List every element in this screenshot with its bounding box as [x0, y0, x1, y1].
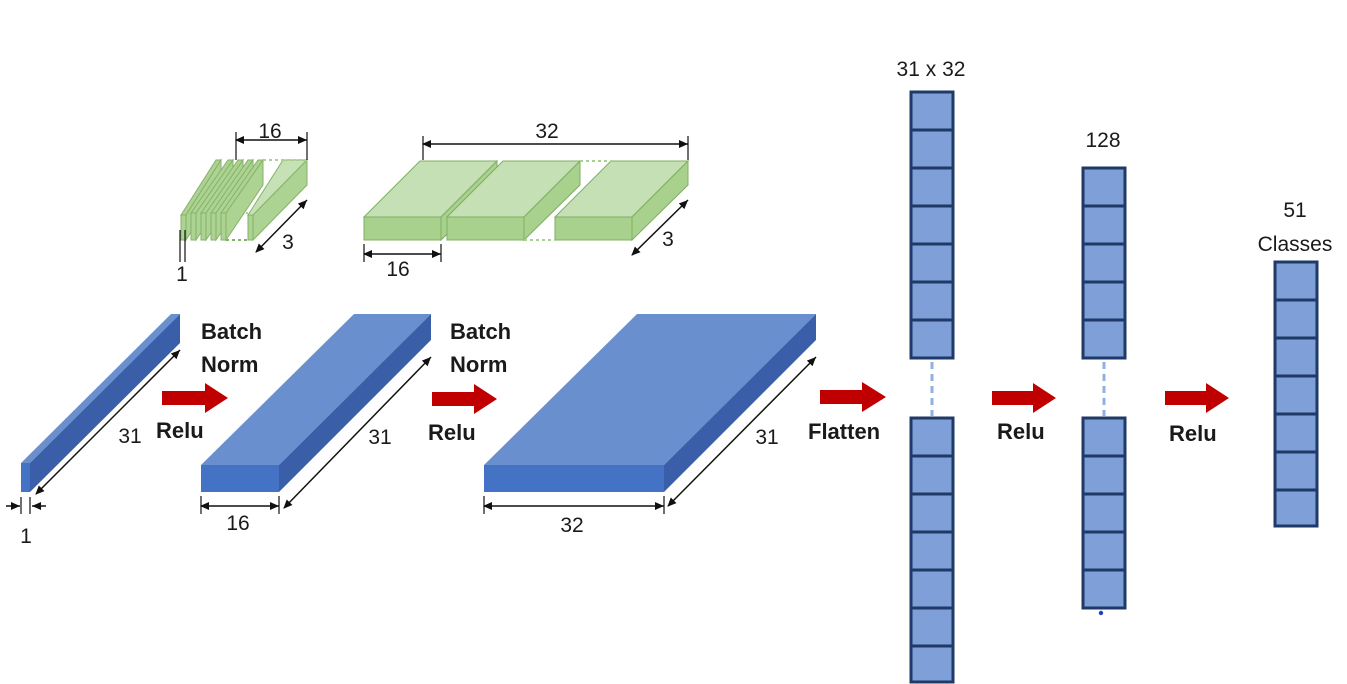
neuron-cell	[909, 568, 955, 610]
neuron-cell	[1273, 336, 1319, 378]
neuron-cell	[1081, 318, 1127, 360]
operation-5: Relu	[1165, 383, 1229, 446]
neuron-cell	[909, 644, 955, 684]
neuron-cell	[1081, 166, 1127, 208]
layer-size-label: 31 x 32	[897, 58, 966, 81]
neuron-cell	[909, 204, 955, 246]
output-layer: 51 Classes	[1258, 199, 1333, 528]
feature-map-channels-label: 1	[20, 525, 32, 548]
layer-size-label: 128	[1085, 129, 1120, 152]
neuron-cell	[1081, 416, 1127, 458]
red-arrow-icon	[1165, 383, 1229, 413]
filter-count-label: 32	[535, 120, 558, 143]
output-classes-label: Classes	[1258, 233, 1333, 256]
red-arrow-icon	[162, 383, 228, 413]
filter-width-label: 1	[176, 263, 188, 286]
operation-2: Batch Norm Relu	[428, 319, 511, 445]
neuron-cell	[909, 416, 955, 458]
operation-line3: Relu	[428, 420, 476, 445]
neuron-cell	[909, 492, 955, 534]
operation-1: Batch Norm Relu	[156, 319, 262, 443]
dot-marker	[1098, 610, 1104, 616]
feature-map-2: 31 16	[200, 314, 432, 535]
dense-layer-1: 31 x 32	[897, 58, 966, 684]
feature-map-3: 31 32	[483, 314, 817, 537]
filter-width-label: 16	[386, 258, 409, 281]
feature-map-channels-label: 16	[226, 512, 249, 535]
neuron-cell	[909, 242, 955, 284]
neuron-cell	[1081, 568, 1127, 610]
neuron-cell	[1273, 412, 1319, 454]
operation-4: Relu	[992, 383, 1056, 444]
neuron-cell	[1273, 488, 1319, 528]
neuron-cell	[909, 530, 955, 572]
filter-group-2: 32 3 16	[362, 120, 690, 281]
neuron-cell	[1081, 242, 1127, 284]
feature-map-length-label: 31	[368, 426, 391, 449]
neuron-cell	[909, 166, 955, 208]
feature-map-length-label: 31	[755, 426, 778, 449]
operation-line1: Batch	[201, 319, 262, 344]
feature-map-length-label: 31	[118, 425, 141, 448]
feature-map-1: 31 1	[6, 314, 181, 548]
neuron-cell	[1081, 492, 1127, 534]
operation-line1: Flatten	[808, 419, 880, 444]
operation-3: Flatten	[808, 382, 886, 444]
operation-line1: Relu	[1169, 421, 1217, 446]
neuron-cell	[909, 280, 955, 322]
neuron-cell	[1273, 298, 1319, 340]
operation-line2: Norm	[450, 352, 507, 377]
neuron-cell	[909, 454, 955, 496]
output-count-label: 51	[1283, 199, 1306, 222]
filter-count-label: 16	[258, 120, 281, 143]
feature-map-channels-label: 32	[560, 514, 583, 537]
filter-depth-label: 3	[662, 228, 674, 251]
neuron-cell	[1081, 530, 1127, 572]
operation-line1: Batch	[450, 319, 511, 344]
operation-line2: Norm	[201, 352, 258, 377]
filter-group-1: 16 3 1	[176, 120, 309, 286]
neuron-cell	[1273, 450, 1319, 492]
neuron-cell	[909, 606, 955, 648]
neuron-cell	[1273, 260, 1319, 302]
dense-layer-2: 128	[1081, 129, 1127, 616]
filter-stack	[362, 159, 690, 242]
neuron-cell	[1081, 454, 1127, 496]
filter-depth-label: 3	[282, 231, 294, 254]
red-arrow-icon	[820, 382, 886, 412]
red-arrow-icon	[992, 383, 1056, 413]
red-arrow-icon	[432, 384, 497, 414]
neuron-cell	[909, 128, 955, 170]
neuron-cell	[1081, 204, 1127, 246]
operation-line1: Relu	[997, 419, 1045, 444]
neuron-cell	[1081, 280, 1127, 322]
neuron-cell	[909, 318, 955, 360]
neuron-cell	[909, 90, 955, 132]
operation-line3: Relu	[156, 418, 204, 443]
neuron-cell	[1273, 374, 1319, 416]
filter-stack	[180, 158, 309, 242]
